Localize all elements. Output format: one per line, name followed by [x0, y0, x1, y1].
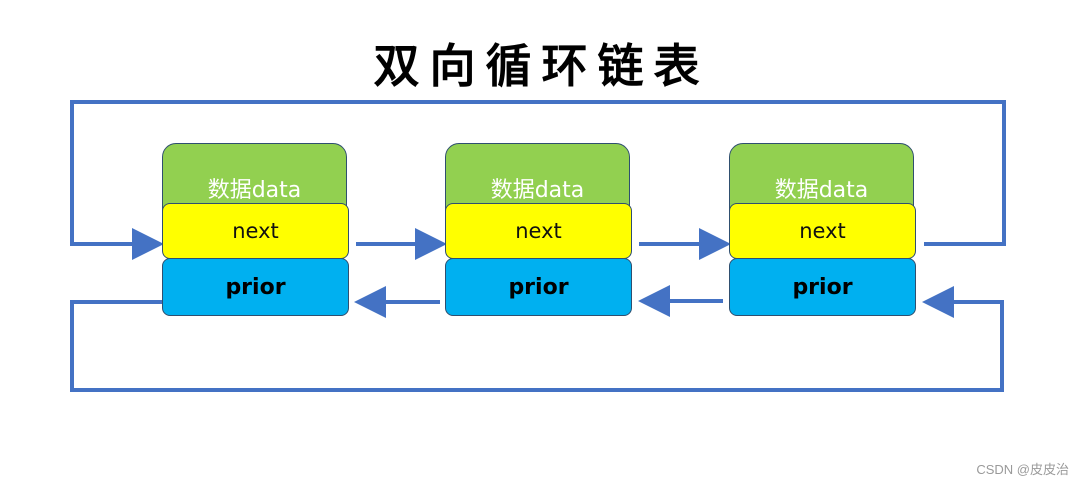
- watermark: CSDN @皮皮治: [976, 462, 1069, 477]
- node-next-cell: next: [729, 203, 916, 259]
- diagram-title: 双向循环链表: [373, 39, 710, 93]
- list-node-3: 数据data next prior: [729, 143, 916, 316]
- list-node-1: 数据data next prior: [162, 143, 349, 316]
- node-prior-cell: prior: [445, 258, 632, 316]
- node-next-cell: next: [445, 203, 632, 259]
- circular-next-arrow: [70, 100, 1006, 260]
- list-node-2: 数据data next prior: [445, 143, 632, 316]
- node-prior-cell: prior: [162, 258, 349, 316]
- node-prior-cell: prior: [729, 258, 916, 316]
- circular-prior-arrow: [70, 286, 1004, 392]
- node-next-cell: next: [162, 203, 349, 259]
